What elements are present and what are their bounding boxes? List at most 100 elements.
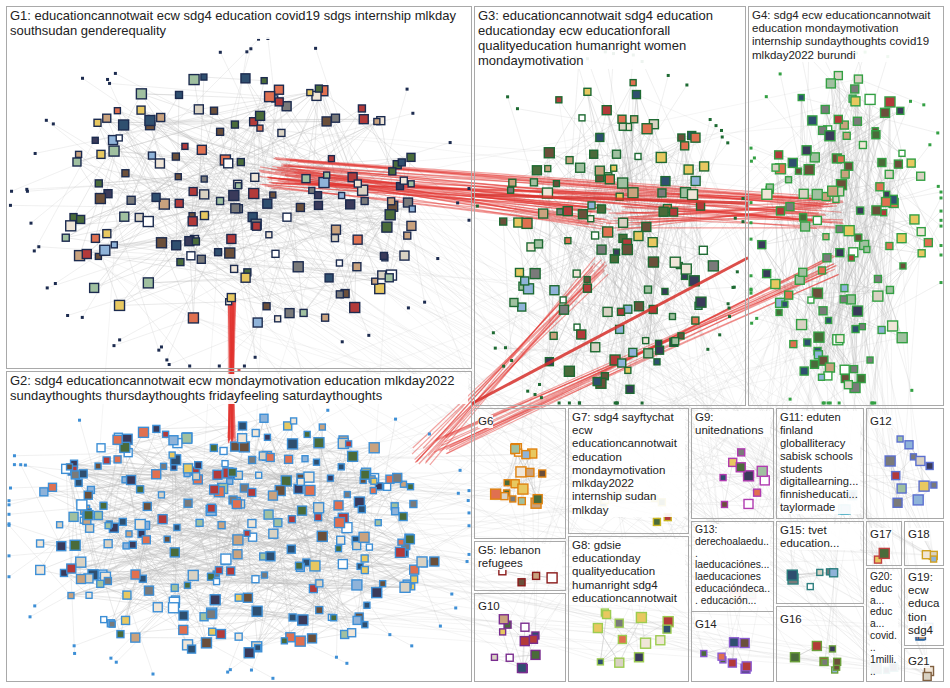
network-edge: [838, 213, 884, 340]
network-edge: [75, 545, 507, 624]
network-edge: [780, 211, 876, 668]
network-edge: [900, 439, 934, 485]
network-edge: [855, 89, 893, 326]
network-edge: [514, 83, 633, 303]
network-edge: [124, 125, 202, 259]
network-edge: [583, 214, 648, 353]
network-edge: [270, 457, 395, 511]
network-edge: [244, 462, 316, 488]
network-edge: [98, 516, 414, 570]
network-edge: [595, 209, 667, 236]
network-edge: [175, 575, 265, 588]
network-edge: [44, 490, 310, 491]
network-edge: [507, 483, 513, 499]
network-edge: [364, 478, 397, 537]
network-edge: [821, 163, 881, 378]
network-edge: [587, 59, 652, 242]
network-edge: [148, 275, 381, 283]
network-edge: [648, 193, 662, 353]
network-edge: [118, 437, 270, 556]
network-edge: [66, 443, 177, 469]
network-edge: [582, 118, 633, 193]
network-edge: [236, 502, 240, 504]
network-edge: [780, 125, 844, 169]
network-edge: [549, 153, 667, 209]
network-edge: [264, 418, 334, 617]
network-edge: [642, 124, 654, 403]
network-edge: [830, 136, 884, 213]
network-edge: [11, 477, 309, 488]
network-edge: [87, 487, 411, 521]
network-edge: [141, 94, 204, 195]
network-edge: [775, 284, 823, 361]
network-edge: [71, 559, 226, 595]
network-edge: [163, 509, 362, 519]
network-edge: [803, 99, 852, 218]
network-edge: [117, 111, 252, 217]
network-edge: [228, 473, 237, 504]
network-edge: [527, 138, 695, 224]
network-edge: [108, 79, 165, 204]
network-edge: [844, 245, 864, 288]
network-edge: [623, 127, 653, 310]
network-edge: [845, 153, 902, 369]
network-edge: [577, 171, 600, 274]
network-edge: [40, 482, 301, 544]
network-edge: [319, 89, 385, 258]
network-edge: [506, 348, 657, 362]
network-edge: [108, 544, 357, 585]
network-edge: [801, 98, 826, 197]
network-edge: [587, 92, 688, 170]
network-edge: [105, 577, 929, 671]
peripheral-vertex: [165, 358, 168, 361]
network-edge: [310, 490, 343, 564]
network-edge: [220, 132, 404, 256]
network-edge: [108, 177, 353, 193]
network-edge: [880, 187, 884, 554]
network-edge: [201, 396, 405, 587]
network-edge: [74, 464, 273, 496]
network-edge: [535, 153, 902, 635]
network-edge: [319, 427, 322, 610]
network-edge: [82, 505, 257, 647]
network-edge: [638, 181, 665, 236]
network-edge: [83, 457, 270, 520]
network-edge: [602, 209, 633, 352]
bridge-edge: [268, 186, 589, 224]
network-edge: [12, 154, 101, 191]
network-edge: [77, 91, 323, 162]
network-edge: [512, 183, 524, 281]
network-edge: [238, 97, 270, 185]
bridge-edge: [228, 297, 230, 442]
network-edge: [838, 76, 855, 388]
network-edge: [252, 426, 288, 460]
network-edge: [225, 464, 270, 557]
network-edge: [674, 212, 687, 269]
network-edge: [270, 549, 338, 557]
network-edge: [238, 108, 362, 185]
network-edge: [300, 563, 306, 568]
network-edge: [318, 122, 376, 206]
network-edge: [265, 480, 364, 575]
network-edge: [845, 198, 941, 378]
network-edge: [540, 300, 564, 385]
network-edge: [389, 236, 407, 278]
network-edge: [840, 253, 922, 338]
network-edge: [87, 513, 291, 549]
network-edge: [245, 78, 329, 278]
network-edge: [70, 467, 299, 489]
network-edge: [141, 110, 384, 256]
network-edge: [269, 235, 304, 313]
network-edge: [514, 302, 615, 360]
peripheral-vertex: [160, 345, 163, 348]
network-edge: [107, 118, 781, 169]
network-edge: [861, 202, 886, 379]
network-edge: [142, 490, 215, 534]
network-edge: [600, 622, 668, 662]
network-edge: [342, 171, 393, 195]
network-edge: [131, 200, 411, 226]
bridge-edge: [284, 166, 822, 222]
network-edge: [515, 449, 537, 499]
network-edge: [219, 504, 237, 570]
network-edge: [44, 492, 291, 549]
